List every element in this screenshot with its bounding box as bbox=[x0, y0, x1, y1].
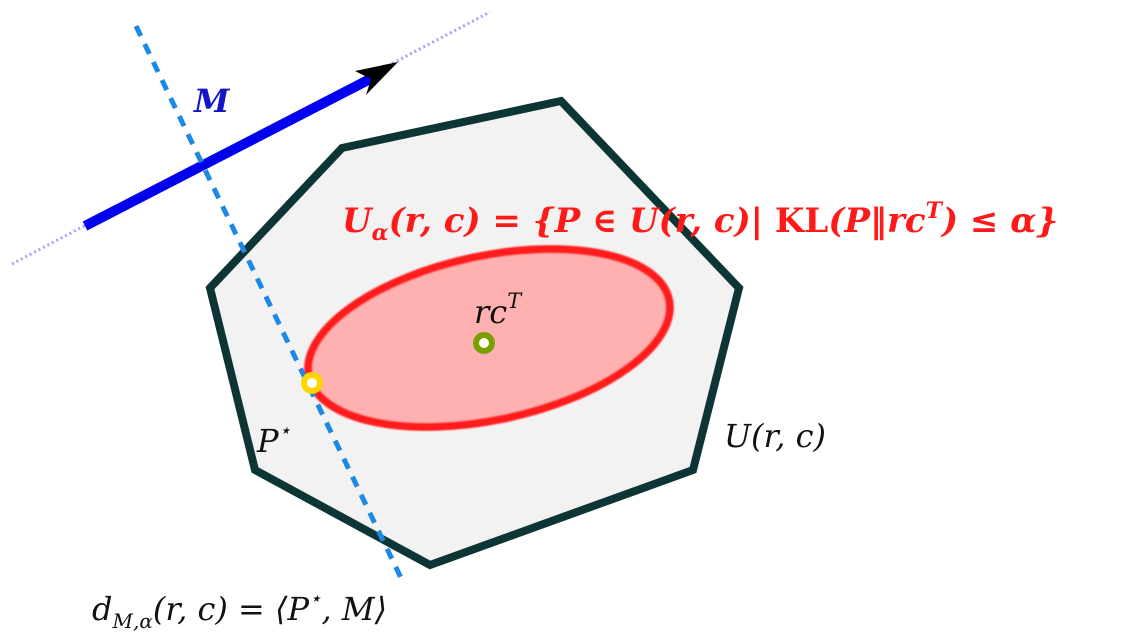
center-label: rcT bbox=[474, 289, 523, 331]
direction-arrow-shaft bbox=[82, 73, 375, 231]
polytope-label: U(r, c) bbox=[724, 417, 826, 455]
center-point-marker bbox=[473, 332, 495, 354]
set-def-main: U bbox=[342, 201, 374, 241]
set-def-kl: KL bbox=[775, 201, 829, 241]
set-def-rest2: (P‖rc bbox=[828, 201, 926, 241]
distance-rest1: (r, c) = ⟨P bbox=[153, 590, 310, 628]
optimal-point-label: P⋆ bbox=[256, 418, 291, 460]
direction-label: M bbox=[193, 82, 231, 120]
distance-base: d bbox=[92, 590, 112, 628]
set-definition-label: Uα(r, c) = {P ∈ U(r, c)| KL(P‖rcT) ≤ α} bbox=[342, 198, 1058, 246]
center-base: rc bbox=[474, 293, 507, 331]
set-def-rest3: ) ≤ α} bbox=[940, 201, 1058, 241]
optimal-base: P bbox=[256, 422, 279, 460]
distance-sub: M,α bbox=[111, 609, 153, 633]
optimal-point-marker bbox=[301, 372, 323, 394]
distance-sup: ⋆ bbox=[309, 586, 322, 610]
set-def-rest1: (r, c) = {P ∈ U(r, c)| bbox=[389, 201, 775, 241]
distance-label: dM,α(r, c) = ⟨P⋆, M⟩ bbox=[92, 586, 387, 633]
optimal-sup: ⋆ bbox=[279, 418, 292, 442]
set-def-sub: α bbox=[372, 220, 389, 246]
distance-rest2: , M⟩ bbox=[322, 590, 388, 628]
supporting-dashed-line bbox=[133, 24, 406, 584]
set-def-sup: T bbox=[926, 198, 944, 224]
center-sup: T bbox=[507, 289, 523, 313]
direction-arrow-head bbox=[355, 62, 398, 95]
